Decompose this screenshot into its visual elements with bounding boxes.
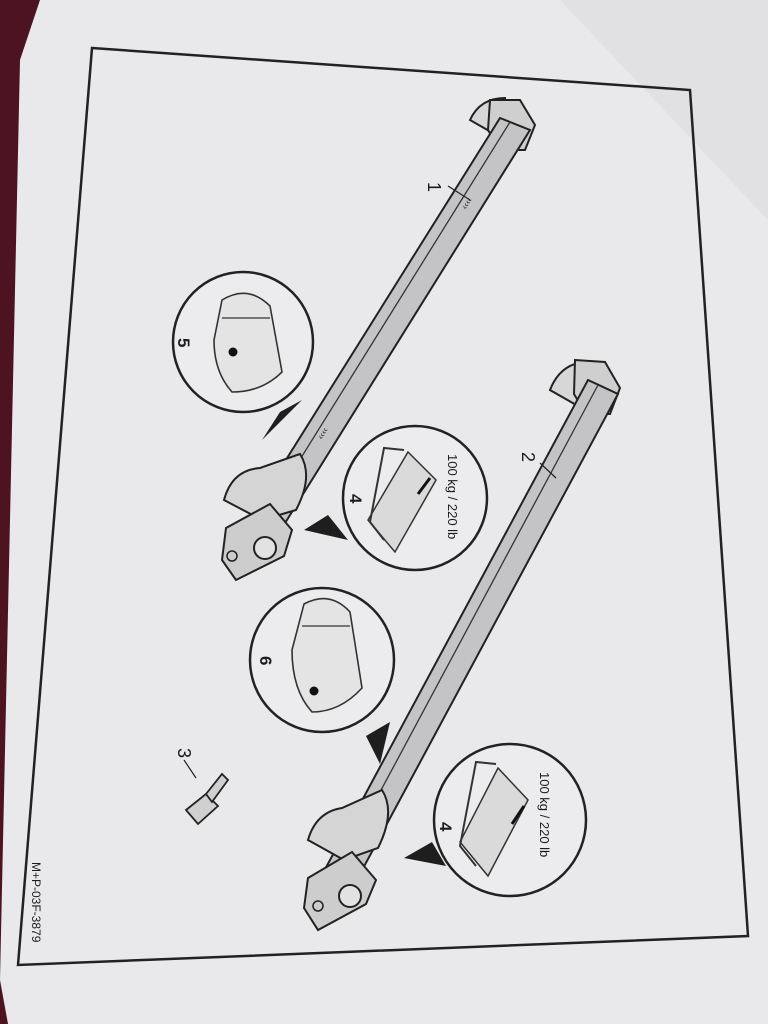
paper-shadow [560,0,768,220]
car-5-mount-point [228,347,238,357]
callout-number-4b: 4 [436,822,455,832]
callout-3-leader [183,759,197,779]
load-label-a: 100 kg / 220 lb [445,454,460,539]
bar-1-brand-emblem [226,550,238,562]
callout-number-4a: 4 [346,494,365,504]
bar-2-lock-cylinder [338,884,362,908]
car-6-body-icon [291,597,363,713]
roof-bar-1: ‹‹‹‹ ‹‹‹‹ [220,96,537,582]
callout-number-3: 3 [174,748,194,758]
front-position-detail [171,270,315,440]
bar-1-lock-cylinder [253,536,277,560]
load-4a-rack-frame [368,446,405,541]
detail-4b-pointer [404,842,446,866]
load-4b-arrow [510,805,526,825]
load-4a-arrow [416,477,432,495]
load-label-b: 100 kg / 220 lb [537,772,552,857]
callout-number-6: 6 [256,656,275,665]
callout-1-leader [447,185,471,201]
key-illustration [184,772,230,826]
car-6-mount-point [309,686,319,696]
roof-bar-2 [302,358,622,932]
load-4a-cargo-net [367,450,437,554]
detail-4a-pointer [304,515,348,540]
load-4b-rack-frame [458,760,497,867]
load-limit-detail-a [304,424,489,572]
callout-number-5: 5 [174,338,193,347]
key-blade-icon [204,772,230,804]
document-code: M+P-03F-3879 [29,862,43,943]
bar-2-brand-emblem [312,900,324,912]
callout-number-2: 2 [518,452,538,462]
callout-number-1: 1 [424,182,444,192]
bar-2-bottom-foot-pad [306,788,389,862]
bar-1-bottom-foot-pad [222,452,307,522]
load-4b-cargo-net [459,766,529,878]
page-frame [16,46,750,967]
callout-2-leader [539,462,557,479]
detail-5-pointer [262,400,302,440]
rear-position-detail [248,586,396,764]
detail-6-pointer [366,722,390,764]
key-head-icon [184,792,220,826]
load-limit-detail-b [404,742,588,898]
